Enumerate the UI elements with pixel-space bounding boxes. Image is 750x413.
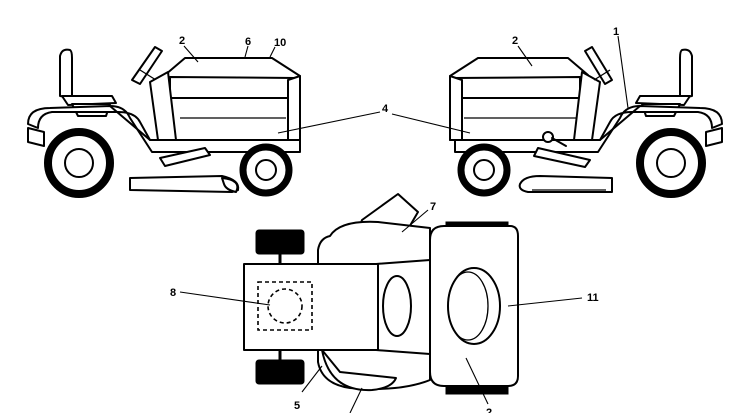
callout-1: 1 <box>613 26 619 38</box>
shift-lever-right <box>542 131 567 147</box>
mower-deck-left <box>129 175 240 193</box>
rear-fender-top <box>243 263 379 351</box>
hood-left <box>164 57 301 141</box>
steering-wheel-left <box>131 46 163 85</box>
callout-5: 5 <box>294 400 300 412</box>
rear-left-tire <box>255 229 305 255</box>
callout-2-left: 2 <box>179 35 185 47</box>
callout-2-right: 2 <box>512 35 518 47</box>
front-wheel-right <box>457 143 511 197</box>
rear-right-tire <box>255 359 305 385</box>
tractor-right-side-view <box>449 46 723 198</box>
front-wheel-left <box>239 143 293 197</box>
callout-11: 11 <box>587 292 599 304</box>
callout-6: 6 <box>245 36 251 48</box>
callout-labels: 2 6 10 2 1 4 7 8 11 5 2 <box>170 26 619 413</box>
tractor-left-side-view <box>27 46 301 198</box>
callout-7: 7 <box>430 201 436 213</box>
callout-4: 4 <box>382 103 389 115</box>
mower-deck-right <box>518 175 613 193</box>
hood-top <box>429 225 519 387</box>
steering-wheel-right <box>584 46 613 85</box>
tractor-top-view <box>243 193 519 395</box>
callout-10: 10 <box>274 37 286 49</box>
battery-location-dashed <box>257 281 313 331</box>
chassis-right <box>454 105 723 153</box>
chassis-left <box>27 105 301 153</box>
rear-wheel-left <box>44 128 114 198</box>
pedal-left <box>159 147 211 167</box>
callout-8: 8 <box>170 287 176 299</box>
leader-lines <box>179 35 629 413</box>
pedal-right <box>533 147 591 168</box>
rear-wheel-right <box>636 128 706 198</box>
steering-column-top <box>382 275 412 337</box>
callout-2-bottom: 2 <box>486 407 492 413</box>
hood-right <box>449 57 589 141</box>
